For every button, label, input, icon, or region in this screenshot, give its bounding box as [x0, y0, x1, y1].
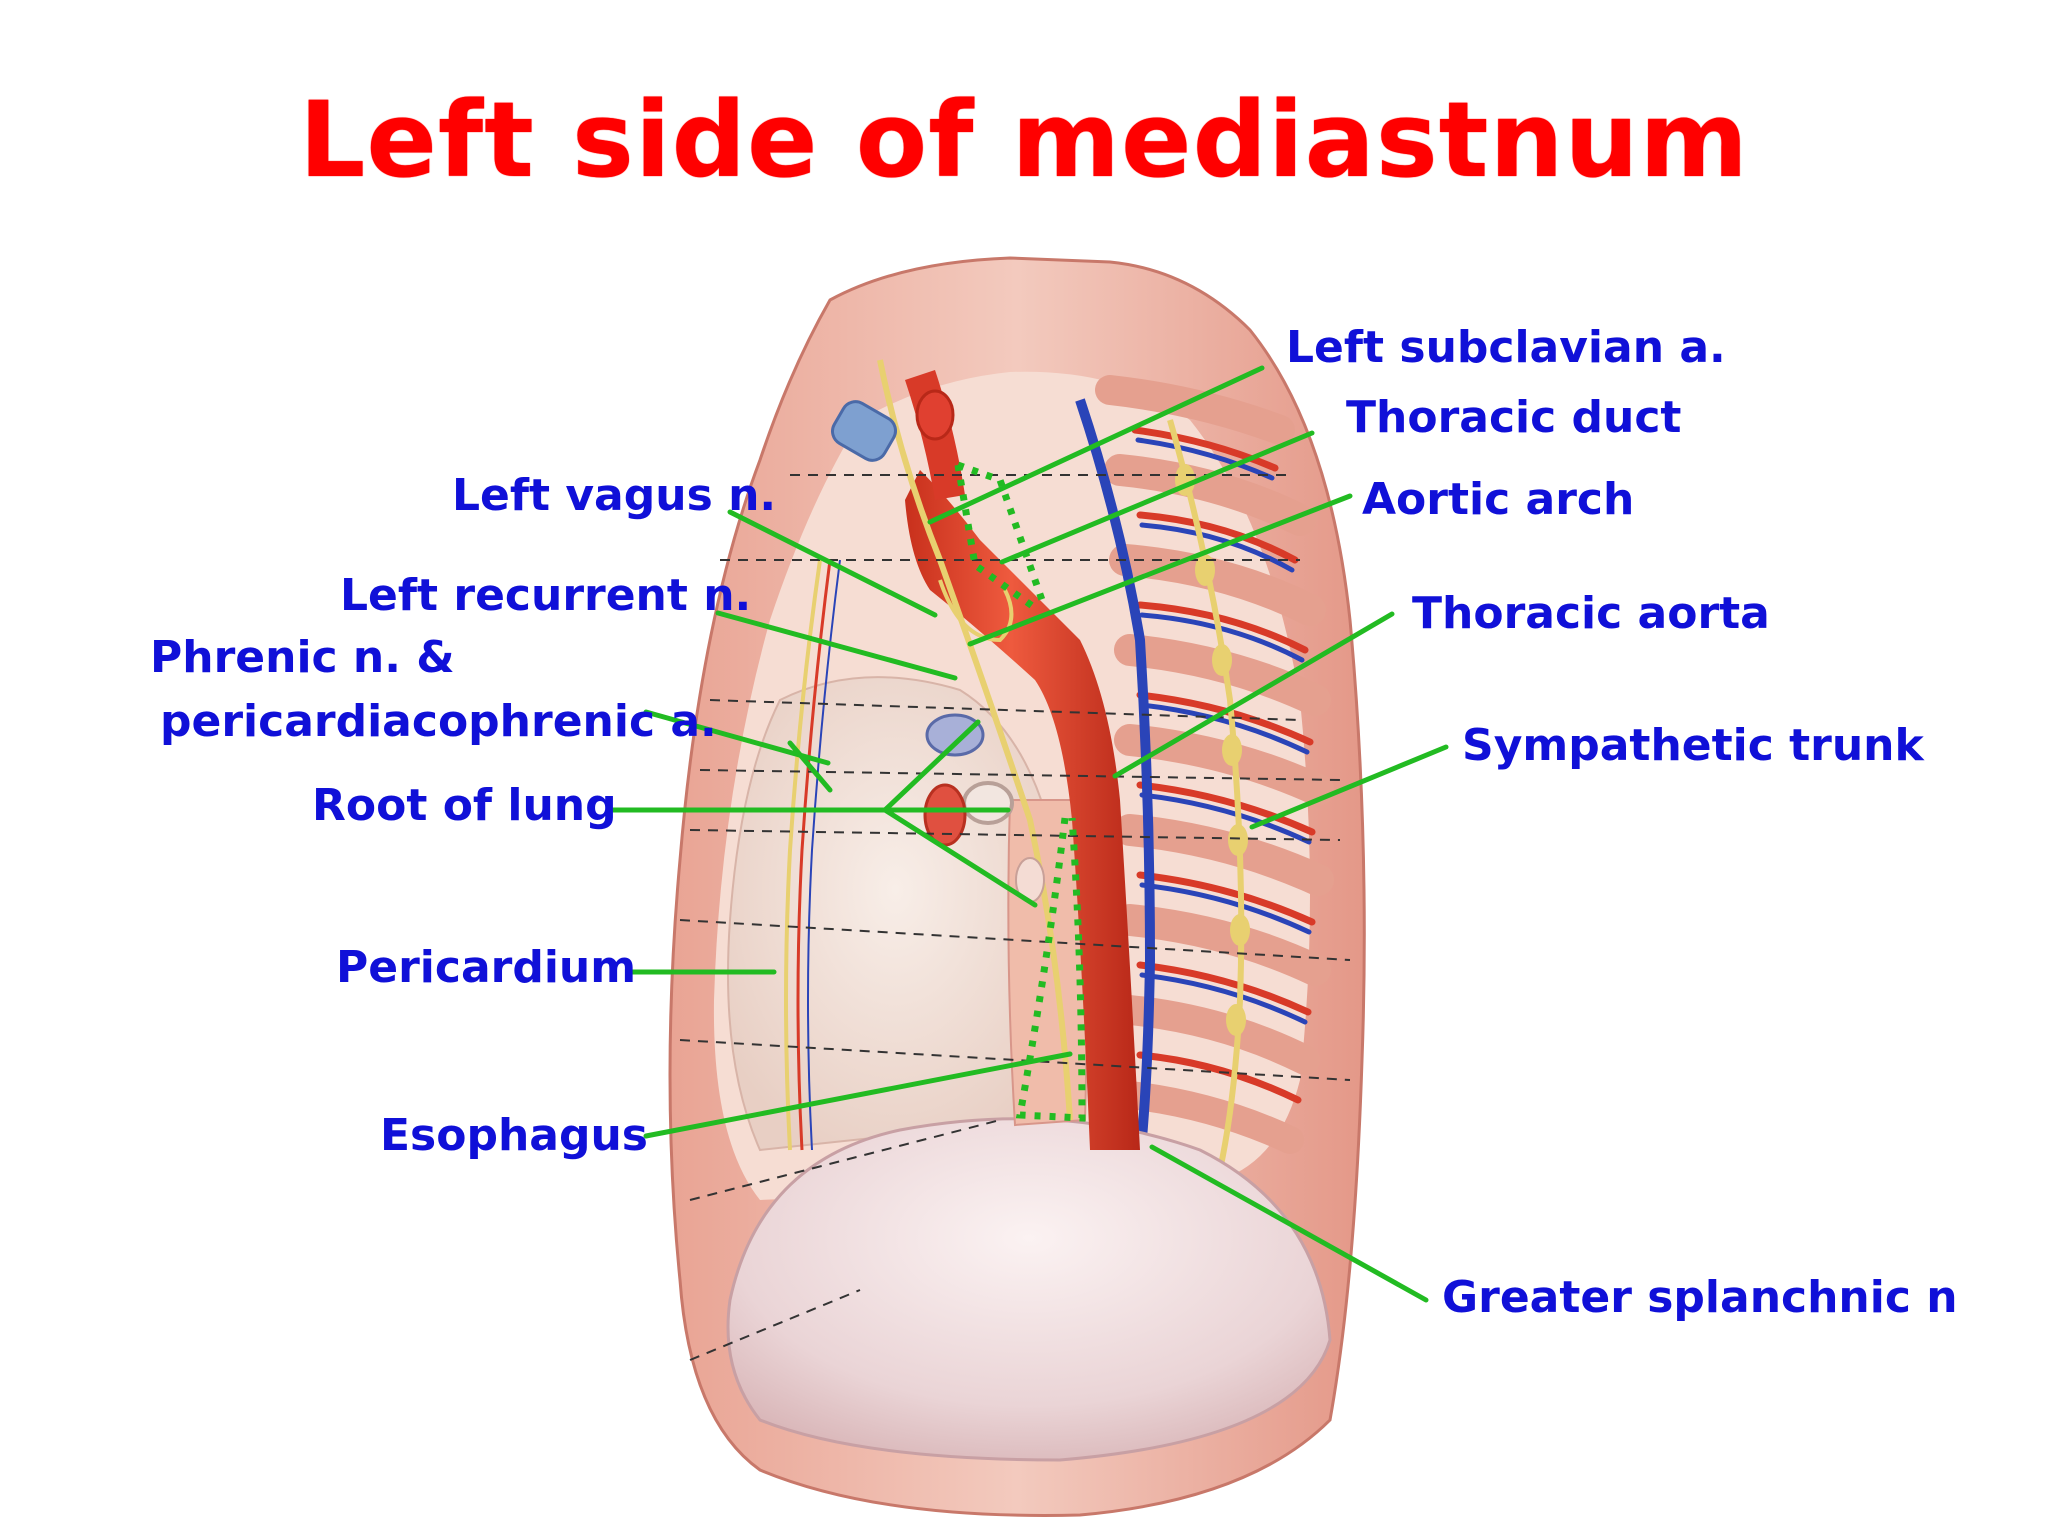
label-pericardium: Pericardium — [336, 942, 637, 993]
left-recurrent-nerve — [938, 579, 1014, 643]
label-left-subclavian: Left subclavian a. — [1286, 322, 1726, 373]
leader-phrenic — [643, 709, 833, 793]
label-left-recurrent: Left recurrent n. — [340, 570, 752, 621]
leader-left-recurrent — [715, 610, 958, 681]
label-left-vagus: Left vagus n. — [452, 470, 777, 521]
sympathetic-ganglia — [1175, 464, 1250, 1036]
leader-esophagus — [643, 1051, 1073, 1139]
esophagus-dotted-outline — [954, 461, 1086, 1122]
label-sympathetic-trunk: Sympathetic trunk — [1462, 720, 1924, 771]
leader-left-vagus — [727, 509, 938, 618]
diaphragm — [726, 1117, 1332, 1462]
leader-thoracic-duct — [999, 430, 1315, 565]
subclavian-artery-section — [915, 389, 955, 441]
lung-root — [923, 713, 1045, 903]
leader-sympathetic-trunk — [1249, 744, 1449, 830]
label-esophagus: Esophagus — [380, 1110, 648, 1161]
label-phrenic-line2: pericardiacophrenic a. — [160, 696, 717, 747]
leader-lines — [609, 365, 1449, 1303]
label-phrenic-line1: Phrenic n. & — [150, 632, 455, 683]
label-greater-splanchnic: Greater splanchnic n — [1442, 1272, 1958, 1323]
leader-left-subclavian — [927, 365, 1265, 525]
hemiazygos-vein — [1075, 398, 1156, 1161]
leader-aortic-arch — [967, 493, 1353, 647]
leader-thoracic-aorta — [1112, 611, 1395, 779]
label-aortic-arch: Aortic arch — [1362, 474, 1635, 525]
leader-root-of-lung — [609, 719, 1038, 908]
page-title: Left side of mediastnum — [299, 79, 1749, 201]
label-root-of-lung: Root of lung — [312, 780, 617, 831]
label-thoracic-aorta: Thoracic aorta — [1412, 588, 1770, 639]
leader-greater-splanchnic — [1149, 1144, 1429, 1303]
intercostal-vessels — [1131, 426, 1316, 1104]
pericardiacophrenic-artery — [796, 559, 832, 1151]
label-thoracic-duct: Thoracic duct — [1346, 392, 1682, 443]
subclavian-vein — [831, 400, 897, 462]
left-vagus-nerve — [877, 359, 1073, 1121]
phrenic-nerve — [784, 559, 822, 1151]
